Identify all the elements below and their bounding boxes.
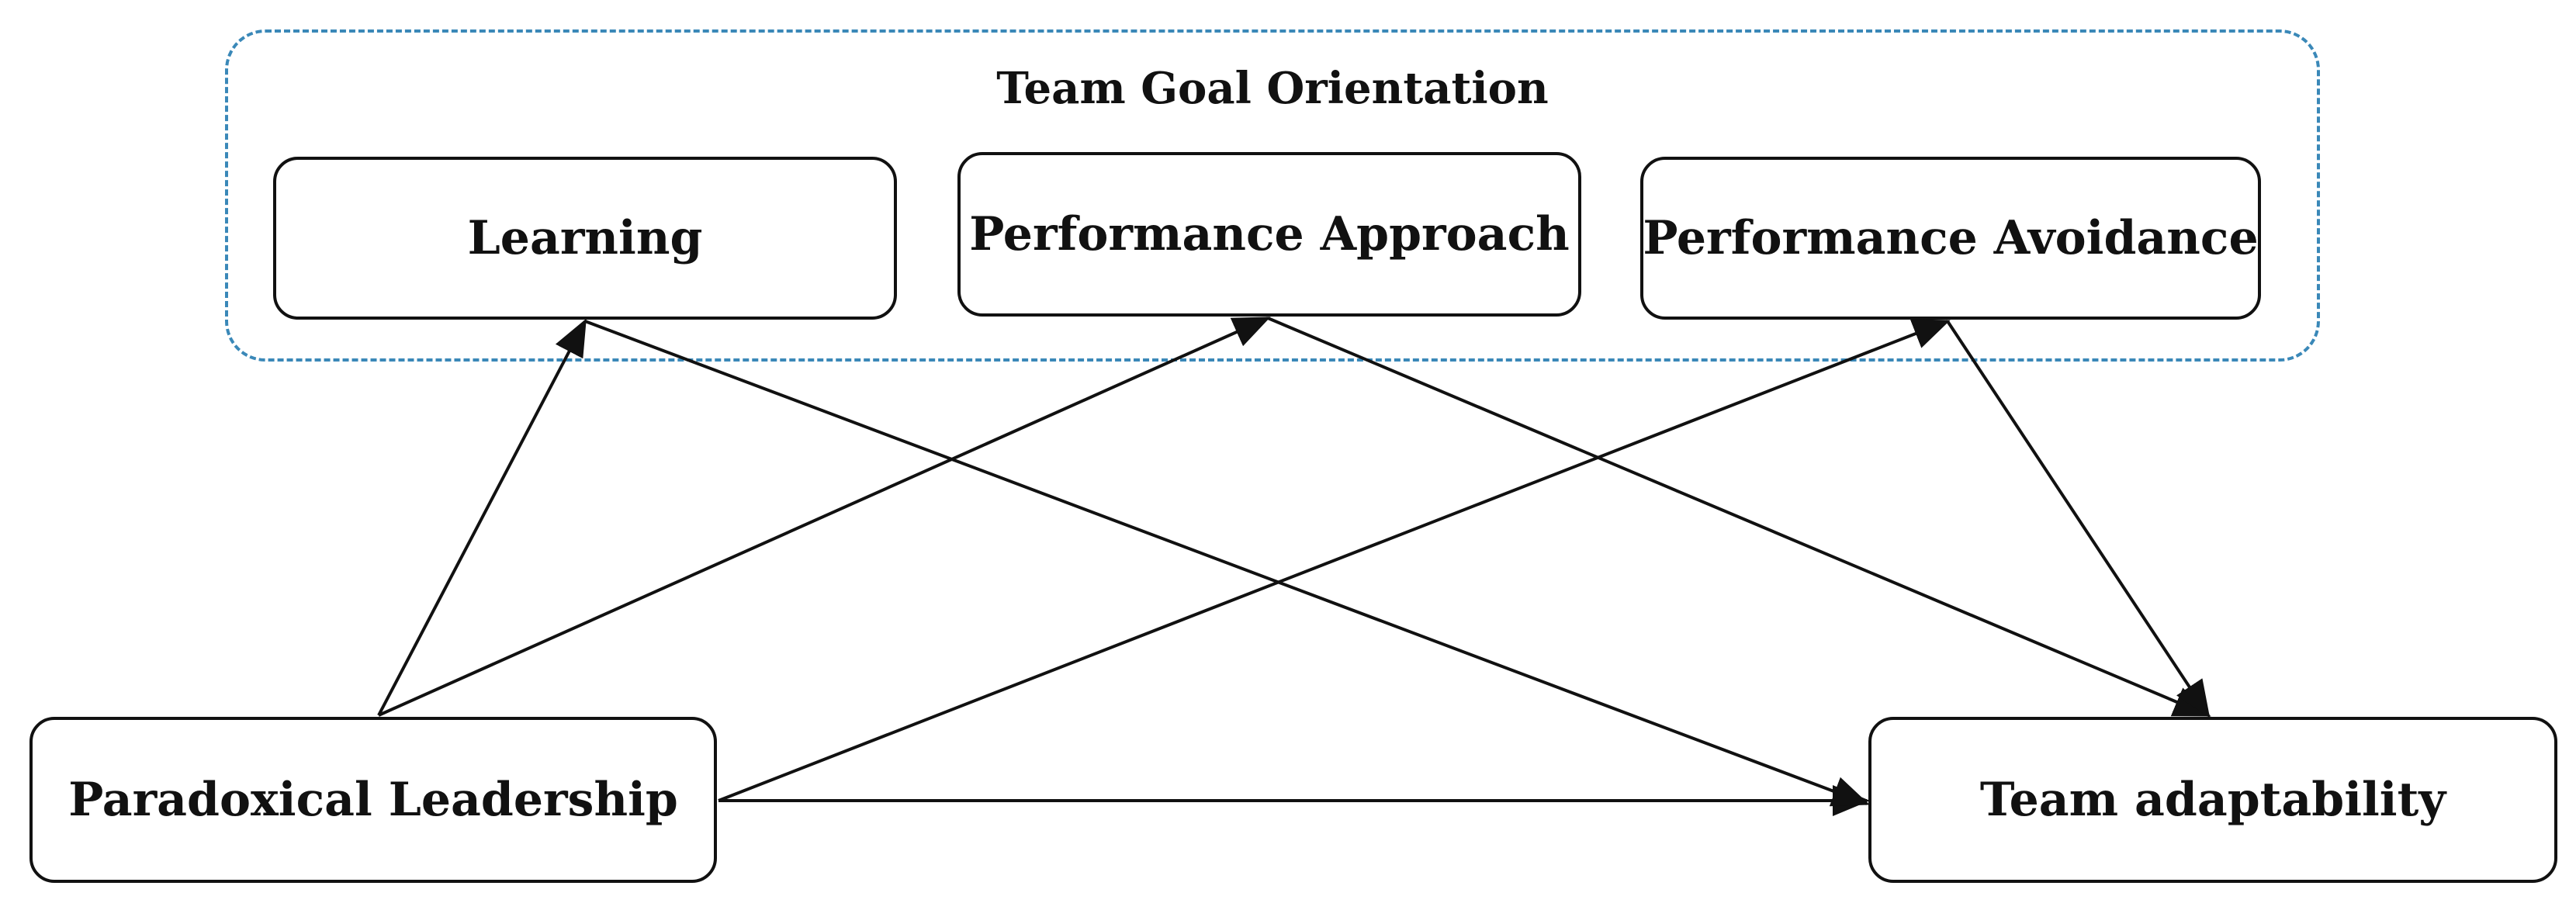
performance-avoidance-node: Performance Avoidance xyxy=(1640,157,2261,320)
team-goal-orientation-group xyxy=(225,29,2320,362)
performance-approach-node: Performance Approach xyxy=(957,152,1581,317)
team-adaptability-node: Team adaptability xyxy=(1868,717,2557,883)
group-title: Team Goal Orientation xyxy=(996,63,1549,114)
edge-performance-approach-to-team-adaptability xyxy=(1267,317,2211,717)
edge-paradoxical-leadership-to-learning xyxy=(377,318,587,716)
paradoxical-leadership-node: Paradoxical Leadership xyxy=(29,717,717,883)
edge-paradoxical-leadership-to-performance-avoidance xyxy=(718,319,1951,802)
edge-performance-avoidance-to-team-adaptability xyxy=(1946,320,2211,718)
edge-paradoxical-leadership-to-performance-approach xyxy=(378,317,1271,717)
learning-node: Learning xyxy=(273,157,897,320)
edge-learning-to-team-adaptability xyxy=(584,320,1870,807)
